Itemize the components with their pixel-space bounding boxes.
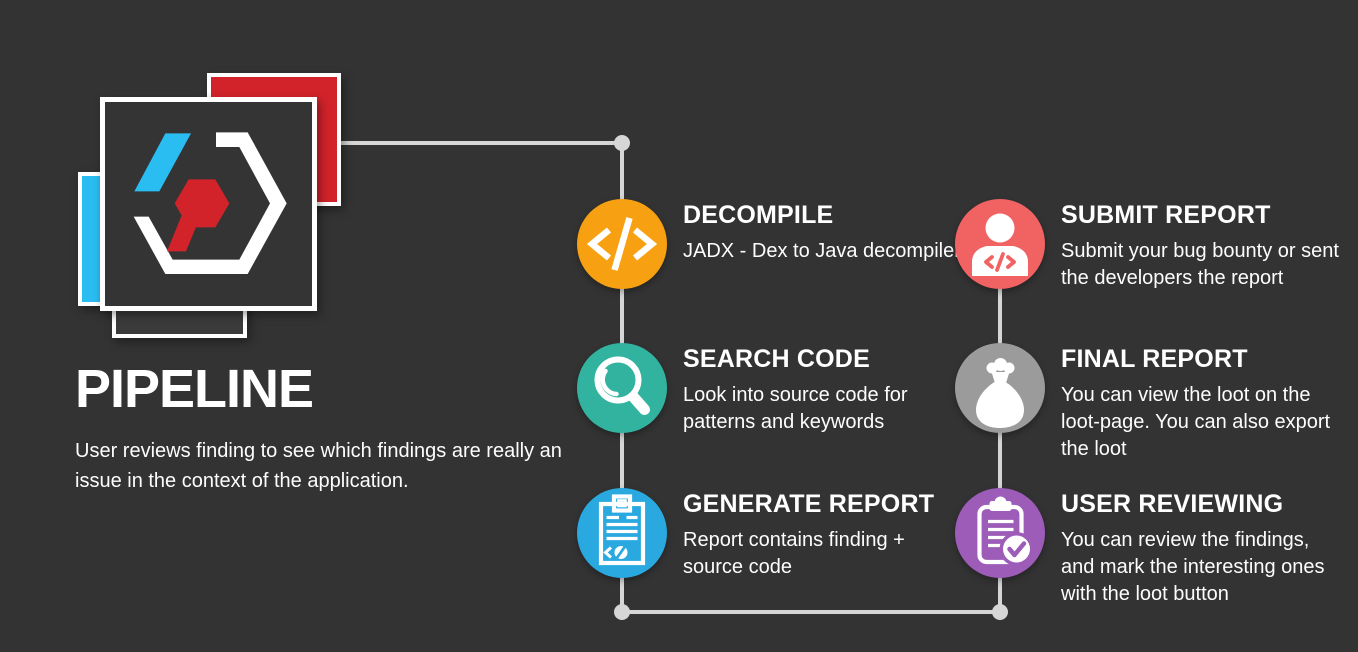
step-title: GENERATE REPORT (683, 490, 935, 518)
page-description: User reviews finding to see which findin… (75, 440, 562, 492)
step-title: USER REVIEWING (1061, 490, 1284, 518)
code-icon (586, 217, 658, 271)
step-description: JADX - Dex to Java decompiler (683, 240, 961, 262)
step-title: SUBMIT REPORT (1061, 201, 1271, 229)
step-circle (577, 343, 667, 433)
step-circle (955, 343, 1045, 433)
step-search-code: SEARCH CODE Look into source code for pa… (577, 343, 977, 473)
person-code-icon (972, 213, 1028, 276)
hexagon-code-logo-icon (133, 132, 287, 274)
step-generate-report: GENERATE REPORT Report contains finding … (577, 488, 977, 618)
step-title: DECOMPILE (683, 201, 834, 229)
step-description: Report contains finding + source code (683, 529, 905, 578)
step-circle (577, 488, 667, 578)
step-title: SEARCH CODE (683, 345, 870, 373)
step-submit-report: SUBMIT REPORT Submit your bug bounty or … (955, 199, 1355, 329)
step-circle (955, 199, 1045, 289)
page-title: PIPELINE (75, 359, 314, 419)
step-circle (577, 199, 667, 289)
report-icon (598, 494, 646, 566)
step-description: Submit your bug bounty or sent the devel… (1061, 240, 1339, 289)
step-description: Look into source code for patterns and k… (683, 384, 908, 433)
step-decompile: DECOMPILE JADX - Dex to Java decompiler (577, 199, 977, 329)
step-description: You can view the loot on the loot-page. … (1061, 384, 1331, 460)
logo-front-square (100, 97, 317, 311)
step-description: You can review the findings, and mark th… (1061, 529, 1325, 605)
step-circle (955, 488, 1045, 578)
connector-dot (614, 135, 630, 151)
step-final-report: FINAL REPORT You can view the loot on th… (955, 343, 1355, 473)
step-title: FINAL REPORT (1061, 345, 1248, 373)
search-icon (594, 356, 650, 415)
step-user-reviewing: USER REVIEWING You can review the findin… (955, 488, 1355, 618)
money-bag-icon (976, 358, 1024, 428)
clipboard-check-icon (977, 496, 1034, 566)
